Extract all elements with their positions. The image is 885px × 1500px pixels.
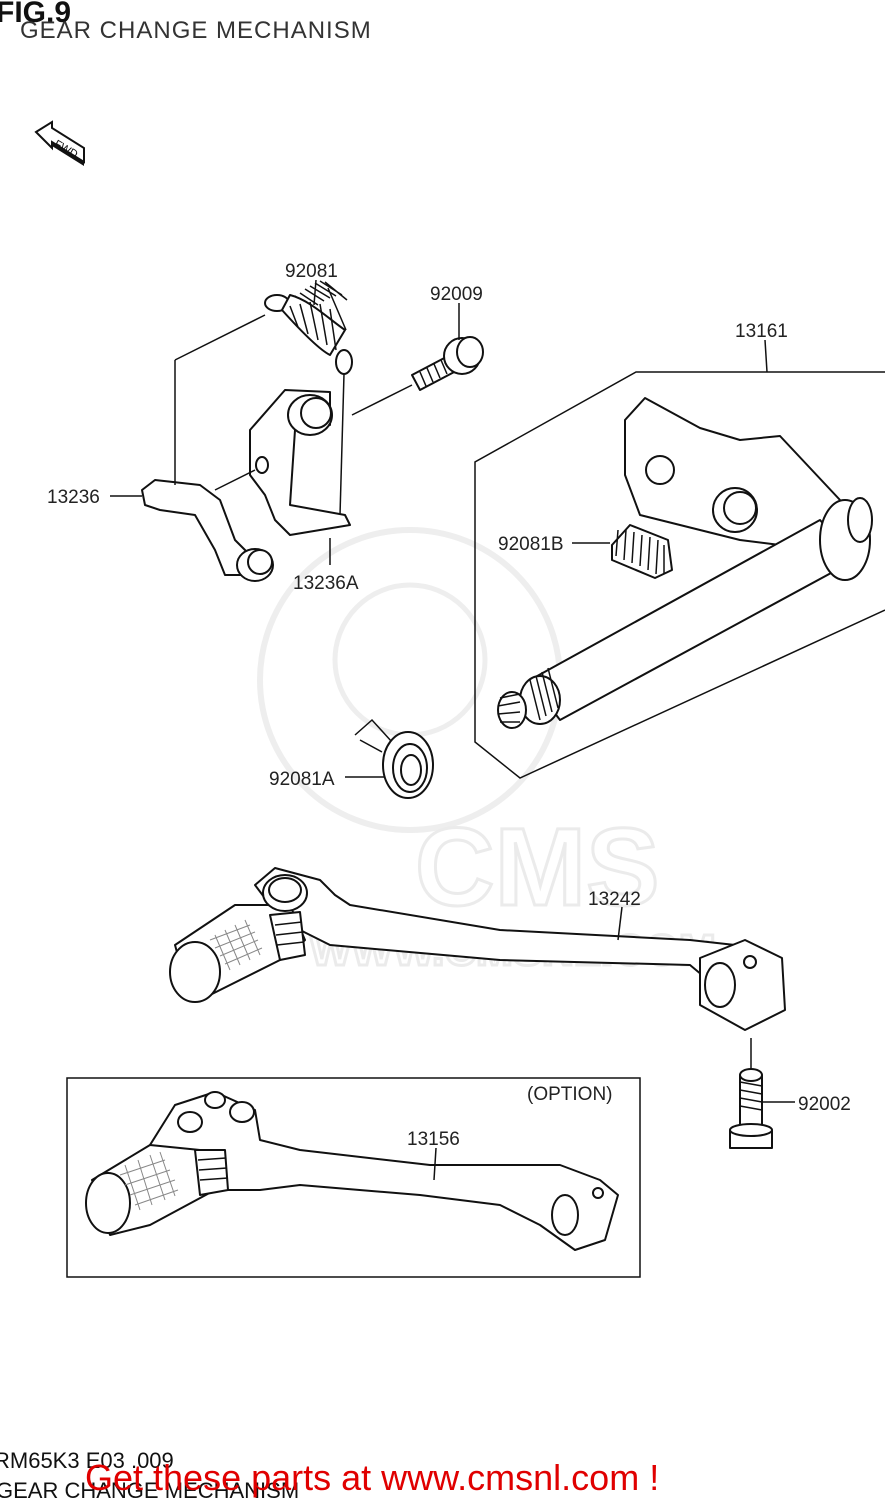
diagram-code: RM65K3 E03 .009 bbox=[0, 1448, 174, 1473]
part-label-13236: 13236 bbox=[47, 487, 100, 508]
part-label-13161: 13161 bbox=[735, 321, 788, 342]
part-label-92009: 92009 bbox=[430, 284, 483, 305]
part-label-92081A: 92081A bbox=[269, 769, 335, 790]
part-labels: 92081 92009 13161 13236 13236A 92081B 92… bbox=[47, 261, 851, 1150]
assembly-box-13161 bbox=[474, 371, 885, 779]
option-box: (OPTION) bbox=[66, 1077, 641, 1278]
spring-92081B bbox=[611, 524, 673, 579]
figure-title: GEAR CHANGE MECHANISM bbox=[20, 17, 372, 44]
option-label: (OPTION) bbox=[527, 1084, 613, 1105]
pedal-13156 bbox=[85, 1091, 619, 1251]
leader-lines bbox=[110, 279, 795, 1181]
spring-92081A bbox=[354, 718, 434, 799]
bracket-13236A bbox=[249, 389, 351, 536]
fwd-label: FWD bbox=[52, 138, 80, 161]
promo-link[interactable]: Get these parts at www.cmsnl.com ! bbox=[85, 1457, 659, 1498]
part-label-13236A: 13236A bbox=[293, 573, 359, 594]
watermark-brand: CMS bbox=[415, 806, 659, 929]
spring-92081 bbox=[264, 280, 353, 375]
bolt-92002 bbox=[729, 1068, 773, 1149]
bolt-92009 bbox=[411, 336, 484, 391]
pedal-13242 bbox=[169, 867, 786, 1031]
cms-watermark: CMS WWW.CMSNL.COM bbox=[257, 527, 717, 977]
part-label-92002: 92002 bbox=[798, 1094, 851, 1115]
footer-caption: GEAR CHANGE MECHANISM bbox=[0, 1478, 299, 1500]
figure-number: FIG.9 bbox=[0, 0, 71, 29]
lever-13236 bbox=[141, 479, 274, 582]
part-label-13156: 13156 bbox=[407, 1129, 460, 1150]
shaft-13161 bbox=[497, 397, 873, 729]
part-label-92081: 92081 bbox=[285, 261, 338, 282]
part-label-92081B: 92081B bbox=[498, 534, 564, 555]
part-label-13242: 13242 bbox=[588, 889, 641, 910]
fwd-arrow-icon: FWD bbox=[34, 120, 85, 166]
